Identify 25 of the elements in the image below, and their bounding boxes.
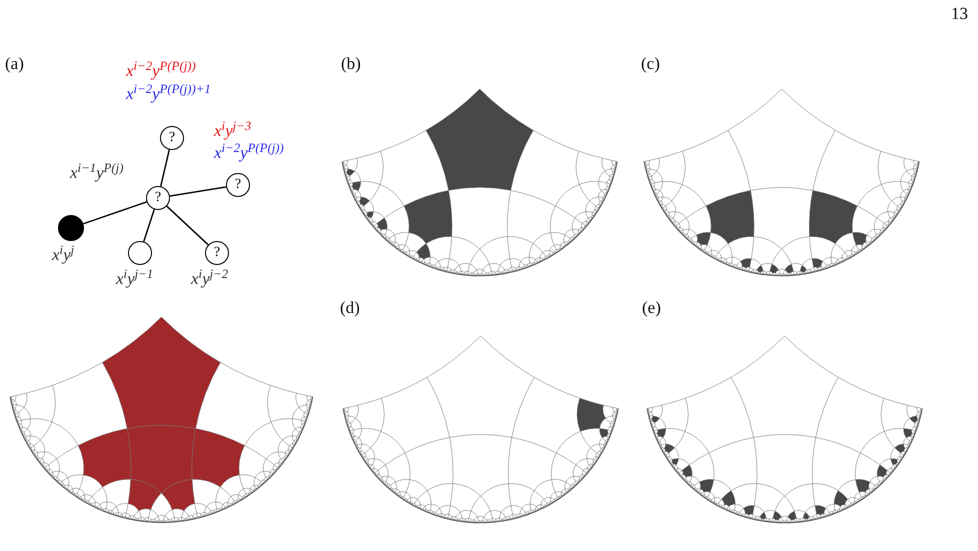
panel-label: (a) <box>5 55 24 73</box>
connector-line <box>160 150 170 186</box>
panel-label: (d) <box>340 299 360 317</box>
connector-line <box>170 186 226 197</box>
math-label: x$^{i}$y$^{j−3}$ <box>214 122 252 140</box>
panel-label: (c) <box>641 55 660 73</box>
panel-label: (e) <box>642 299 661 317</box>
graph-node <box>128 241 152 265</box>
connector-line <box>143 209 155 242</box>
page-number: 13 <box>951 5 968 23</box>
connector-line <box>166 206 209 246</box>
graph-node: ? <box>226 173 250 197</box>
math-label: x$^{i−2}$y$^{P(P(j))}$ <box>214 144 284 162</box>
math-label: x$^{i−2}$y$^{P(P(j))}$ <box>126 62 196 80</box>
math-label: x$^{i}$y$^{j−2}$ <box>191 270 228 288</box>
graph-node: ? <box>205 241 229 265</box>
math-label: x$^{i−1}$y$^{P(j)}$ <box>70 164 124 182</box>
connector-line <box>83 201 147 224</box>
graph-node: ? <box>160 126 184 150</box>
math-label: x$^{i}$y$^{j}$ <box>52 246 74 264</box>
math-label: x$^{i−2}$y$^{P(P(j))+1}$ <box>126 85 211 103</box>
graph-node: ? <box>146 186 170 210</box>
panel-label: (b) <box>341 55 361 73</box>
math-label: x$^{i}$y$^{j−1}$ <box>116 270 154 288</box>
solid-node <box>58 215 84 241</box>
